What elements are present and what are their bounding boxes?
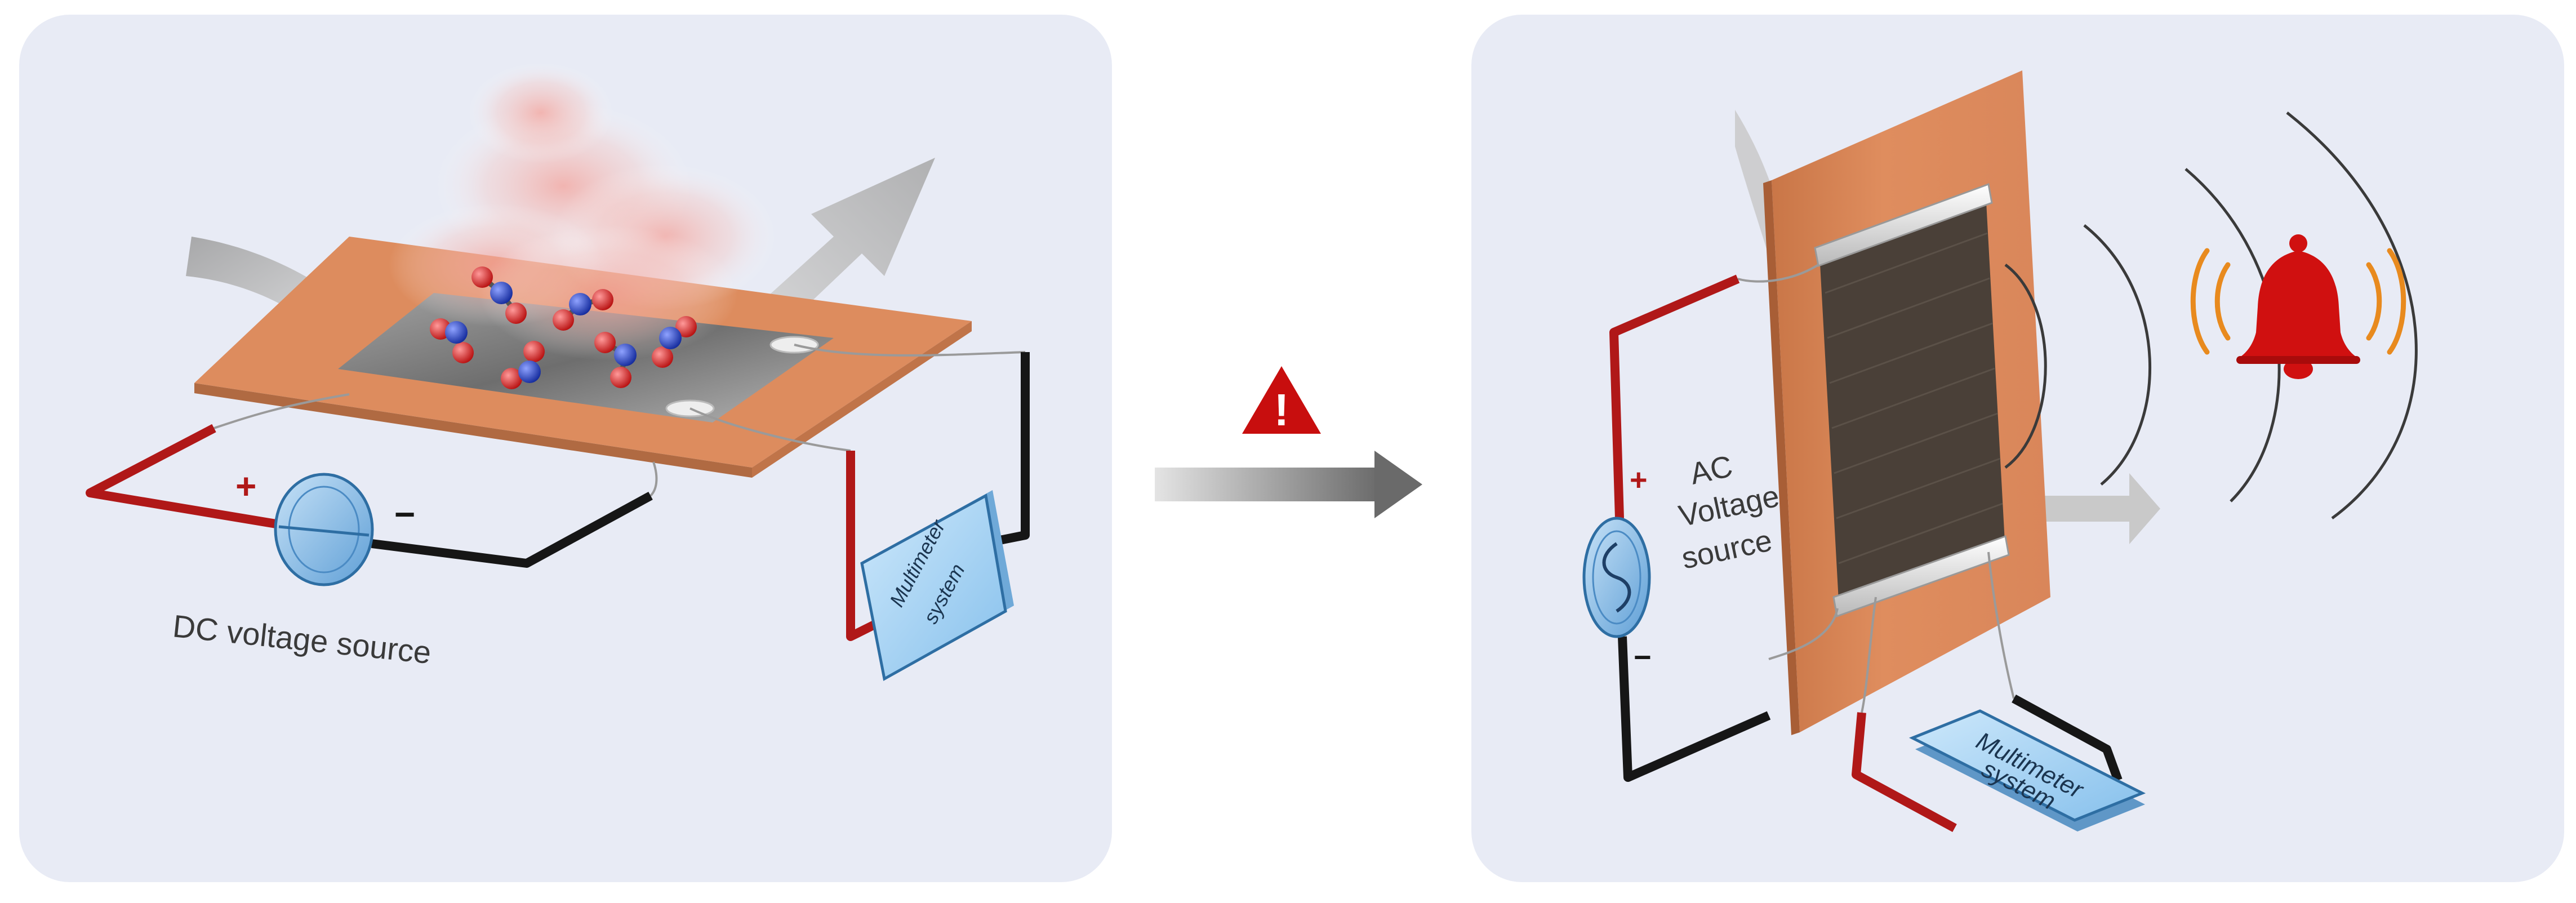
ac-meter-wire-red <box>1852 712 1957 833</box>
dc-substrate-side <box>752 321 972 478</box>
ac-wire-red <box>1609 274 1740 519</box>
ac-voltage-source <box>1582 517 1651 638</box>
no2-molecules <box>430 266 697 389</box>
meter-wire-black <box>996 352 1030 545</box>
dc-lead-wire <box>689 407 851 452</box>
ac-lead-wire <box>1737 264 1819 283</box>
dc-voltage-source <box>274 473 374 586</box>
left-multimeter-box <box>860 490 1014 681</box>
ac-meter-wire-black <box>2012 694 2123 782</box>
no2-molecule <box>471 266 527 324</box>
no2-molecule <box>430 318 474 363</box>
ac-electrode-bottom <box>1832 535 2010 618</box>
no2-molecule <box>553 289 613 331</box>
transition-arrow <box>1155 451 1422 518</box>
ac-wire-black <box>1618 636 1771 782</box>
dc-plus-sign: + <box>235 466 256 506</box>
ac-film-texture <box>1825 232 2003 564</box>
alarm-ring-lines <box>2190 248 2406 355</box>
no2-molecule <box>652 316 697 368</box>
dc-lead-wire <box>649 461 658 497</box>
ac-substrate-edge <box>1763 180 1800 735</box>
warning-mark: ! <box>1274 385 1289 435</box>
dc-wire-red <box>86 424 277 528</box>
dc-lead-wire <box>213 393 350 429</box>
ac-sensing-film <box>1819 192 2005 611</box>
ac-plus-sign: + <box>1630 463 1648 497</box>
ac-lead-wire <box>1861 597 1877 713</box>
ac-minus-sign: − <box>1634 640 1652 674</box>
alarm-bell-icon <box>2236 234 2360 379</box>
warning-triangle-icon <box>1242 366 1321 434</box>
dc-minus-sign: − <box>394 494 415 535</box>
signal-waves <box>2004 112 2418 520</box>
no2-molecule <box>501 341 545 389</box>
dc-lead-wire <box>794 344 1026 357</box>
dc-substrate-edge <box>194 383 752 478</box>
ac-gas-outflow-arrow <box>2039 473 2160 544</box>
ac-lead-wire <box>1768 608 1839 660</box>
ac-lead-wire <box>1987 551 2015 699</box>
no2-molecule <box>594 332 637 388</box>
ac-electrode-top <box>1814 183 1993 268</box>
right-multimeter-box <box>1908 709 2146 831</box>
dc-wire-black <box>371 491 653 568</box>
